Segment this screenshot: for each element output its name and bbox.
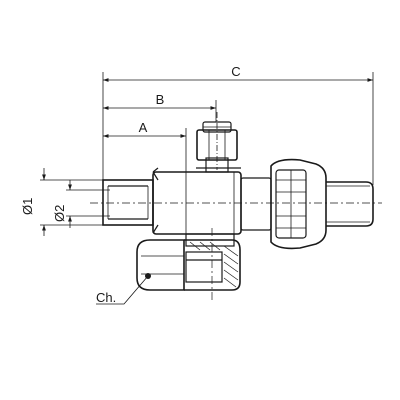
top-compression-fitting bbox=[196, 112, 238, 173]
dimension-phi2: Ø2 bbox=[52, 180, 110, 228]
dimension-a-label: A bbox=[139, 120, 148, 135]
callout-hex-label: Ch. bbox=[96, 290, 116, 305]
left-threaded-spigot bbox=[102, 171, 159, 234]
bottom-hex-nut bbox=[136, 233, 241, 291]
dimension-a: A bbox=[103, 120, 187, 172]
dimension-c: C bbox=[102, 64, 374, 185]
dimension-c-label: C bbox=[231, 64, 240, 79]
dimension-phi2-label: Ø2 bbox=[52, 205, 67, 222]
dimension-phi1-label: Ø1 bbox=[20, 198, 35, 215]
callout-hex-leader: Ch. bbox=[96, 275, 149, 305]
dimension-phi1: Ø1 bbox=[20, 168, 103, 236]
valve-body bbox=[152, 167, 242, 235]
dimension-b: B bbox=[103, 92, 217, 122]
centerlines bbox=[90, 202, 382, 300]
right-union-outlet bbox=[240, 158, 374, 250]
dimension-b-label: B bbox=[156, 92, 165, 107]
section-hatching bbox=[189, 241, 239, 288]
